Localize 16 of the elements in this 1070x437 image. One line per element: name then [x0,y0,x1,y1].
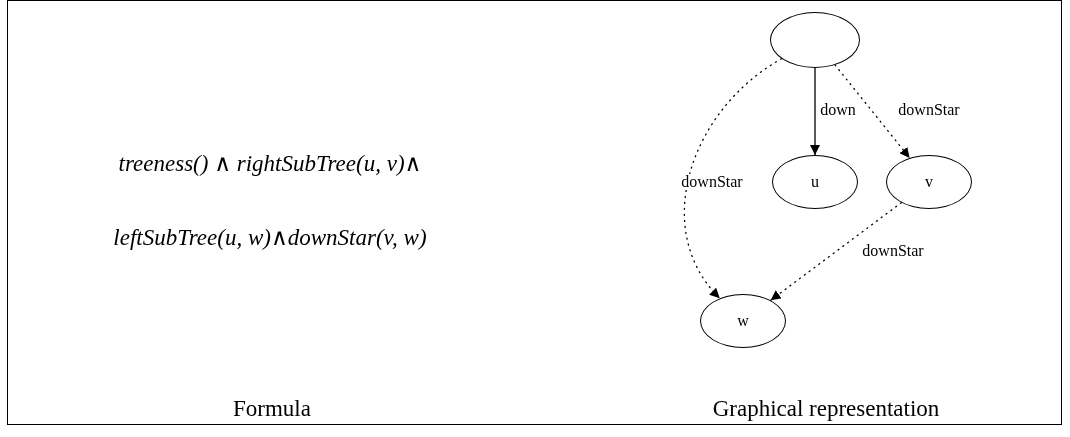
ellipse-node: w [700,294,786,348]
dotted-arrow [683,58,783,299]
edge-label: downStar [897,102,961,118]
caption-text: Formula [233,396,311,422]
formula-text: leftSubTree(u, w)∧downStar(v, w) [113,224,427,251]
ellipse-node [770,12,860,68]
dotted-arrow [770,202,902,301]
ellipse-node: u [772,155,858,209]
caption-text: Graphical representation [712,396,940,422]
formula-text: treeness() ∧ rightSubTree(u, v)∧ [118,150,422,177]
ellipse-node: v [886,155,972,209]
edge-label: downStar [680,174,744,190]
arrow [810,67,820,156]
edge-label: down [819,102,857,118]
edge-label: downStar [861,243,925,259]
dotted-arrow [834,64,911,159]
